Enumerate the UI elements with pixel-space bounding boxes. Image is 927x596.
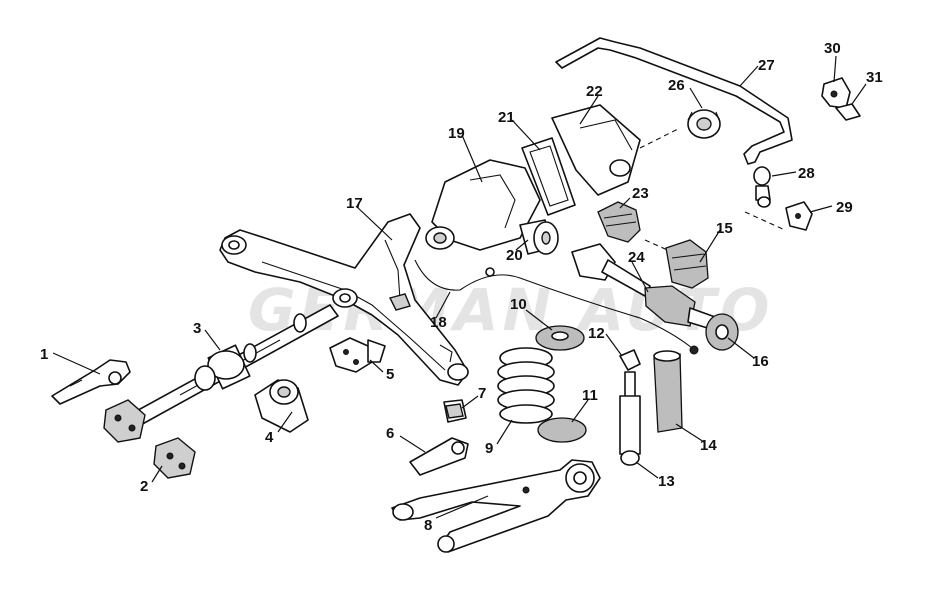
part-16-cv-joint — [705, 313, 739, 351]
part-4-center-bearing — [254, 379, 309, 433]
label-22: 22 — [586, 83, 603, 100]
part-12-shock-mount — [619, 349, 641, 371]
part-6-link — [409, 437, 469, 476]
part-11-spring-pad — [537, 417, 587, 443]
label-4: 4 — [265, 429, 274, 446]
part-28-drop-link — [753, 166, 771, 208]
label-16: 16 — [752, 353, 769, 370]
leader-lines — [52, 55, 867, 519]
label-18: 18 — [430, 314, 447, 331]
part-14-dust-cover — [653, 350, 683, 433]
part-1-fitting — [51, 359, 131, 405]
part-8-trailing-arm — [391, 459, 601, 553]
part-31-bolt — [835, 103, 861, 121]
label-12: 12 — [588, 325, 605, 342]
label-6: 6 — [386, 425, 394, 442]
label-28: 28 — [798, 165, 815, 182]
label-24: 24 — [628, 249, 645, 266]
part-5-hub-flange — [329, 337, 386, 373]
part-15-boot — [665, 239, 709, 289]
label-7: 7 — [478, 385, 486, 402]
part-22-rear-cover — [551, 104, 641, 196]
part-20-output-flange — [519, 219, 559, 255]
part-26-bush — [687, 109, 721, 139]
label-19: 19 — [448, 125, 465, 142]
part-2-flex-disc — [103, 399, 196, 479]
part-7-bump-stop — [443, 399, 467, 423]
part-10-spring-seat — [535, 325, 585, 351]
assembly-line-23-15 — [644, 239, 673, 253]
label-26: 26 — [668, 77, 685, 94]
label-29: 29 — [836, 199, 853, 216]
part-30-clamp — [821, 77, 851, 109]
label-27: 27 — [758, 57, 775, 74]
assembly-line-28-29 — [744, 211, 786, 231]
label-21: 21 — [498, 109, 515, 126]
label-2: 2 — [140, 478, 148, 495]
label-10: 10 — [510, 296, 527, 313]
label-31: 31 — [866, 69, 883, 86]
label-8: 8 — [424, 517, 432, 534]
label-30: 30 — [824, 40, 841, 57]
part-9-coil-spring — [497, 347, 555, 424]
part-29-bracket — [785, 201, 813, 231]
part-3-propeller-shaft — [119, 304, 339, 433]
label-11: 11 — [582, 387, 598, 404]
part-27-anti-roll-bar — [555, 37, 793, 165]
label-3: 3 — [193, 320, 201, 337]
part-13-shock-absorber — [619, 371, 641, 466]
label-5: 5 — [386, 366, 394, 383]
label-1: 1 — [40, 346, 48, 363]
part-21-cover-gasket — [521, 137, 576, 216]
label-23: 23 — [632, 185, 649, 202]
label-14: 14 — [700, 437, 717, 454]
label-15: 15 — [716, 220, 733, 237]
part-17-rear-subframe — [219, 213, 469, 386]
label-20: 20 — [506, 247, 523, 264]
part-18-sensor-cable — [414, 259, 699, 355]
callout-labels: 1 2 3 4 5 6 7 8 9 10 11 12 13 14 15 16 1… — [40, 40, 883, 534]
label-13: 13 — [658, 473, 675, 490]
part-19-differential-housing — [425, 159, 541, 251]
label-9: 9 — [485, 440, 493, 457]
label-17: 17 — [346, 195, 363, 212]
assembly-line-22-26 — [639, 127, 681, 149]
part-23-boot — [597, 201, 641, 243]
